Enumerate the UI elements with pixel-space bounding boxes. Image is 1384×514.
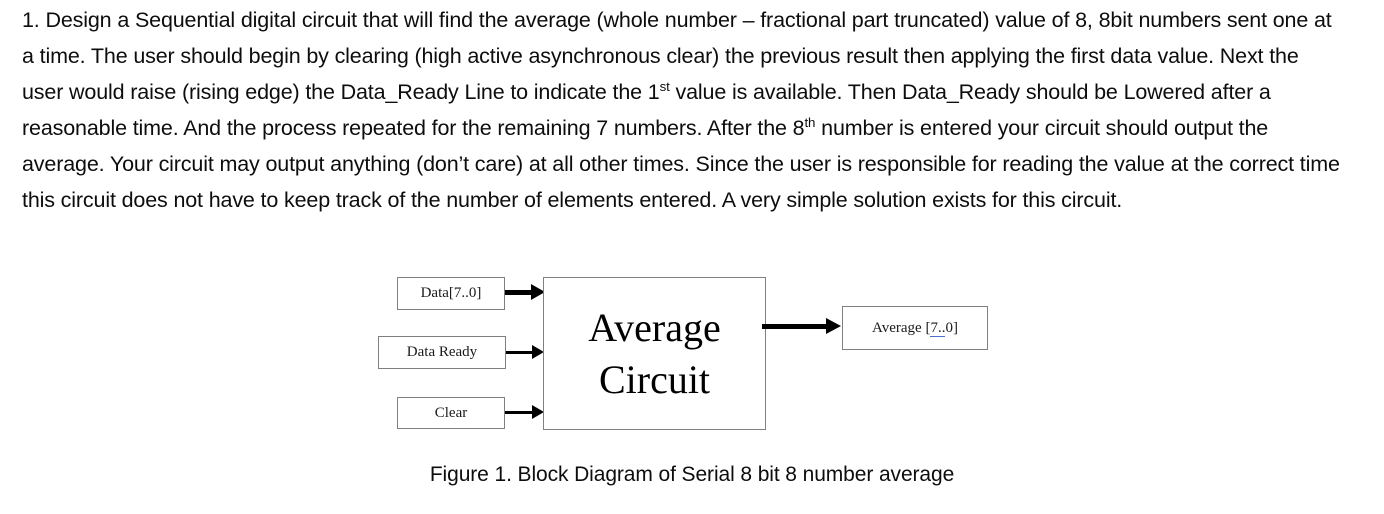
wire-clear: [505, 411, 536, 414]
input-label-clear: Clear: [434, 404, 468, 421]
figure-caption: Figure 1. Block Diagram of Serial 8 bit …: [429, 463, 955, 486]
input-box-data-ready: Data Ready: [378, 336, 506, 369]
main-block-line-2: Circuit: [598, 356, 711, 402]
wire-data-ready: [506, 351, 536, 354]
block-diagram: Data[7..0] Data Ready Clear Average Circ…: [370, 258, 1010, 448]
output-label-suffix: 0]: [945, 319, 958, 336]
input-label-data: Data[7..0]: [420, 285, 482, 301]
output-label-prefix: Average [: [872, 319, 931, 336]
main-block-average-circuit: Average Circuit: [543, 277, 766, 430]
problem-text-part-2: value is available. Then Data_Ready shou…: [22, 80, 1271, 140]
input-box-clear: Clear: [397, 397, 505, 429]
input-label-data-ready: Data Ready: [406, 344, 478, 360]
arrowhead-data-bus-icon: [531, 284, 545, 300]
arrowhead-data-ready-icon: [532, 345, 544, 359]
ordinal-suffix-first: st: [659, 78, 670, 94]
problem-statement-paragraph: 1. Design a Sequential digital circuit t…: [22, 2, 1342, 218]
wire-average-bus: [762, 324, 829, 329]
problem-text-part-3: number is entered your circuit should ou…: [22, 116, 1340, 212]
figure-1: Data[7..0] Data Ready Clear Average Circ…: [0, 258, 1384, 514]
input-box-data: Data[7..0]: [397, 277, 505, 310]
output-label-range-link[interactable]: 7..: [930, 319, 946, 337]
output-box-average: Average [7..0]: [842, 306, 988, 350]
arrowhead-clear-icon: [532, 405, 544, 419]
ordinal-suffix-eighth: th: [804, 114, 816, 130]
wire-data-bus: [505, 290, 534, 295]
main-block-line-1: Average: [588, 305, 721, 351]
output-label-average: Average [7..0]: [872, 319, 958, 337]
problem-text-part-1: Design a Sequential digital circuit that…: [22, 8, 1332, 104]
problem-number: 1.: [22, 8, 40, 32]
arrowhead-average-bus-icon: [826, 318, 841, 334]
